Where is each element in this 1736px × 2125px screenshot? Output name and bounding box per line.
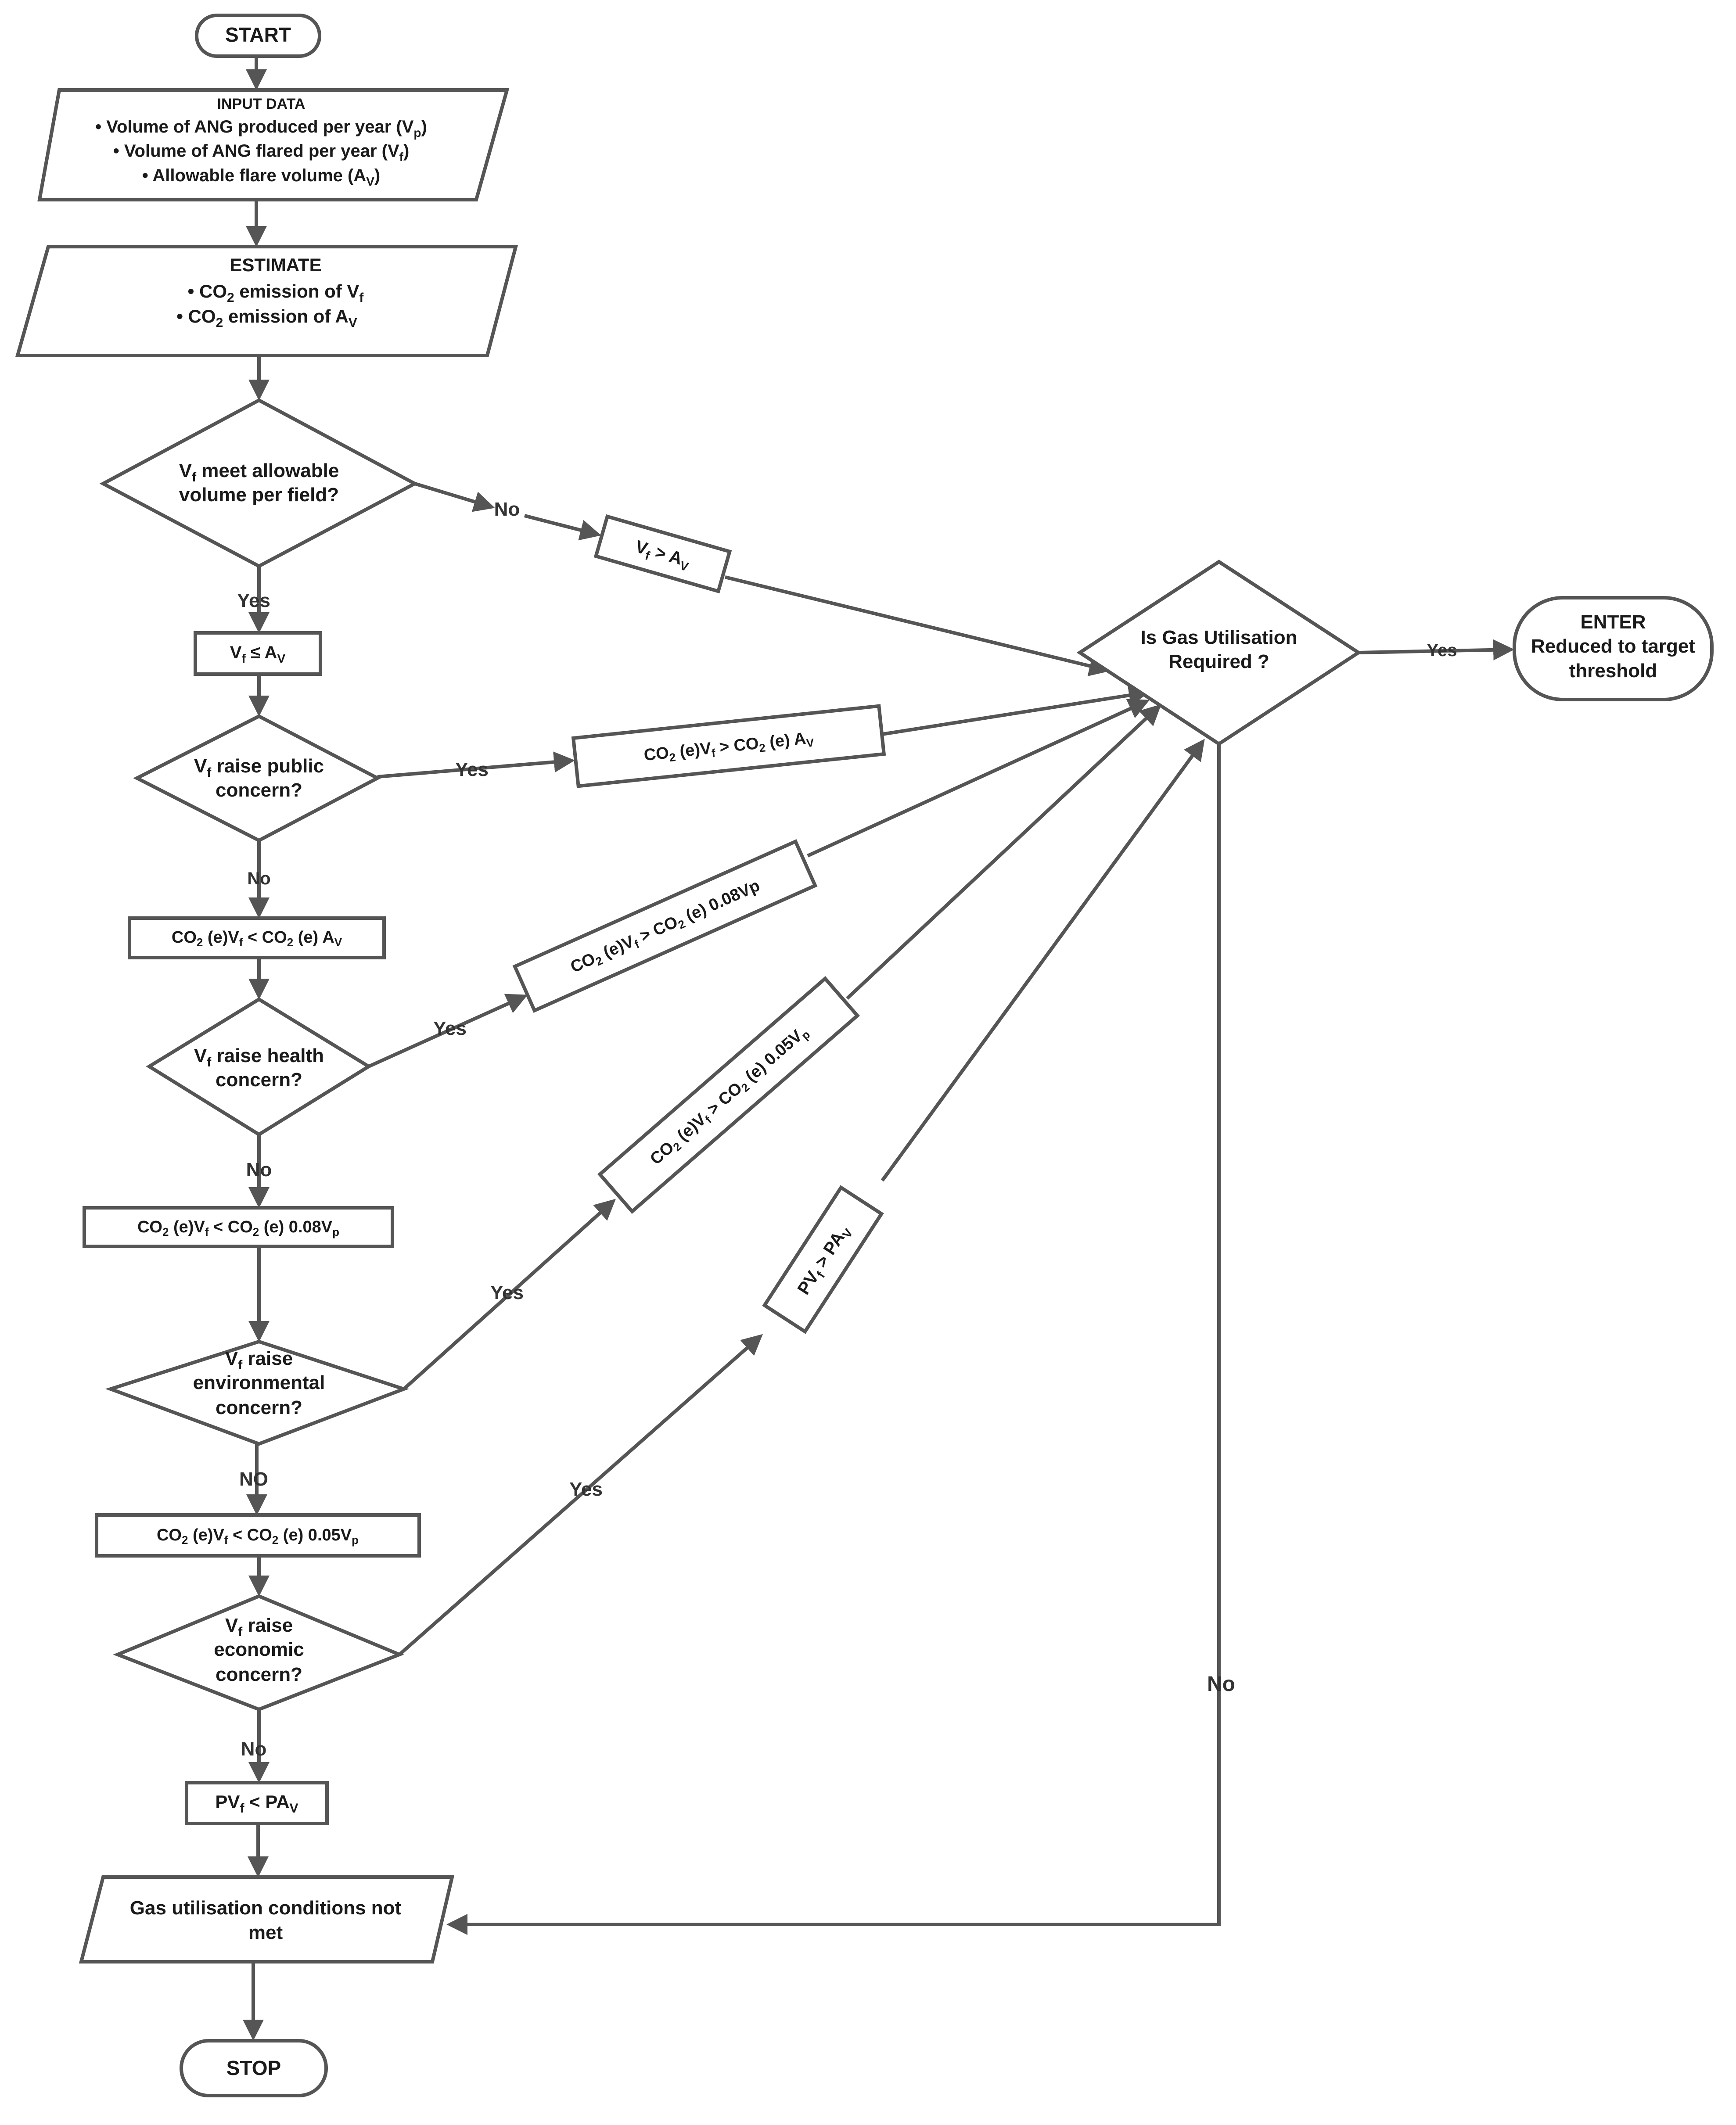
label-d1-no: No <box>494 499 520 520</box>
gas-line2: Required ? <box>1168 651 1269 672</box>
input-item-allowable: • Allowable flare volume (AV) <box>142 166 380 188</box>
box-vf-gt-av: Vf > AV <box>593 514 732 594</box>
edge-r5-gas <box>881 739 1205 1182</box>
box-pvf-lt-pav: PVf < PAV <box>185 1781 329 1825</box>
b5-label: PVf < PAV <box>215 1791 298 1816</box>
edge-d4-yes <box>403 1199 616 1390</box>
edge-d2-yes <box>377 751 575 779</box>
notmet-line1: Gas utilisation conditions not <box>130 1897 402 1919</box>
enter-line2: Reduced to target <box>1531 635 1695 657</box>
d4-line3: concern? <box>216 1397 302 1418</box>
decision-allowable-volume: Vf meet allowable volume per field? <box>99 398 419 568</box>
input-data-box: INPUT DATA • Volume of ANG produced per … <box>37 88 510 201</box>
enter-line1: ENTER <box>1580 611 1646 633</box>
box-co2-vf-gt-av: CO2 (e)Vf > CO2 (e) AV <box>571 704 886 788</box>
b3-label: CO2 (e)Vf < CO2 (e) 0.08Vp <box>137 1218 339 1238</box>
label-d3-yes: Yes <box>433 1018 467 1039</box>
b1-label: Vf ≤ AV <box>230 643 286 665</box>
edge-d5-yes <box>398 1334 763 1656</box>
d2-line2: concern? <box>216 779 302 801</box>
label-d4-yes: Yes <box>490 1282 524 1303</box>
edge-r3-gas <box>807 699 1150 858</box>
input-item-flared: • Volume of ANG flared per year (Vf) <box>113 141 410 164</box>
decision-health-concern: Vf raise health concern? <box>146 997 372 1137</box>
stop-terminal: STOP <box>180 2039 328 2097</box>
label-d2-no: No <box>247 869 270 888</box>
d1-line1: Vf meet allowable <box>179 460 339 485</box>
estimate-item-vf: • CO2 emission of Vf <box>188 281 364 305</box>
label-d1-yes: Yes <box>237 590 270 611</box>
box-co2-vf-lt-av: CO2 (e)Vf < CO2 (e) AV <box>128 916 386 959</box>
label-d2-yes: Yes <box>455 759 489 780</box>
edge-d1-no-b <box>524 514 601 541</box>
edge-gas-no <box>446 744 1221 1935</box>
decision-gas-utilisation: Is Gas Utilisation Required ? <box>1076 560 1362 746</box>
d4-line2: environmental <box>193 1372 325 1393</box>
estimate-box: ESTIMATE • CO2 emission of Vf • CO2 emis… <box>15 245 518 357</box>
input-title: INPUT DATA <box>217 96 306 112</box>
label-d5-yes: Yes <box>569 1479 603 1500</box>
box-co2-vf-lt-008vp: CO2 (e)Vf < CO2 (e) 0.08Vp <box>83 1206 394 1248</box>
edge-r2-gas <box>882 685 1150 736</box>
d3-line2: concern? <box>216 1069 302 1091</box>
d4-line1: Vf raise <box>225 1348 293 1372</box>
estimate-item-av: • CO2 emission of AV <box>176 306 357 330</box>
d5-line1: Vf raise <box>225 1615 293 1639</box>
d5-line3: concern? <box>216 1664 302 1685</box>
r3-label: CO2 (e)Vf > CO2 (e) 0.08Vp <box>568 876 763 979</box>
decision-public-concern: Vf raise public concern? <box>133 714 381 843</box>
label-d4-no: NO <box>239 1468 268 1490</box>
d1-line2: volume per field? <box>179 484 339 506</box>
box-co2-vf-gt-005vp: CO2 (e)Vf > CO2 (e) 0.05Vp <box>597 976 860 1214</box>
edge-d3-yes <box>368 994 528 1068</box>
box-co2-vf-lt-005vp: CO2 (e)Vf < CO2 (e) 0.05Vp <box>95 1513 421 1558</box>
connectors <box>243 56 1514 2041</box>
stop-label: STOP <box>226 2057 281 2079</box>
enter-terminal: ENTER Reduced to target threshold <box>1513 596 1714 701</box>
edge-labels: No Yes Yes No Yes No Yes NO Yes No Yes N… <box>237 499 1457 1760</box>
label-gas-yes: Yes <box>1427 641 1457 660</box>
label-d5-no: No <box>241 1738 267 1760</box>
decision-environmental-concern: Vf raise environmental concern? <box>105 1339 410 1446</box>
r4-label: CO2 (e)Vf > CO2 (e) 0.05Vp <box>647 1022 812 1170</box>
d5-line2: economic <box>214 1639 304 1660</box>
enter-line3: threshold <box>1569 660 1657 682</box>
box-vf-le-av: Vf ≤ AV <box>194 631 322 676</box>
r2-label: CO2 (e)Vf > CO2 (e) AV <box>643 729 815 767</box>
input-item-produced: • Volume of ANG produced per year (Vp) <box>95 117 427 140</box>
label-gas-no: No <box>1207 1673 1235 1696</box>
edge-d1-no-a <box>414 482 495 512</box>
d2-line1: Vf raise public <box>194 755 324 780</box>
notmet-line2: met <box>248 1922 283 1943</box>
b4-label: CO2 (e)Vf < CO2 (e) 0.05Vp <box>157 1526 359 1547</box>
edge-r4-gas <box>846 704 1161 1000</box>
b2-label: CO2 (e)Vf < CO2 (e) AV <box>172 928 342 949</box>
d3-line1: Vf raise health <box>194 1045 324 1070</box>
start-label: START <box>225 23 291 46</box>
estimate-title: ESTIMATE <box>230 255 321 275</box>
decision-economic-concern: Vf raise economic concern? <box>113 1594 404 1712</box>
gas-line1: Is Gas Utilisation <box>1141 627 1298 648</box>
conditions-not-met-box: Gas utilisation conditions not met <box>79 1875 455 1963</box>
start-terminal: START <box>195 14 321 58</box>
box-co2-vf-gt-008vp: CO2 (e)Vf > CO2 (e) 0.08Vp <box>512 839 818 1013</box>
edge-gas-yes <box>1358 639 1514 660</box>
label-d3-no: No <box>246 1159 272 1181</box>
edge-r1-gas <box>725 575 1111 676</box>
box-pvf-gt-pav: PVf > PAV <box>762 1185 884 1334</box>
